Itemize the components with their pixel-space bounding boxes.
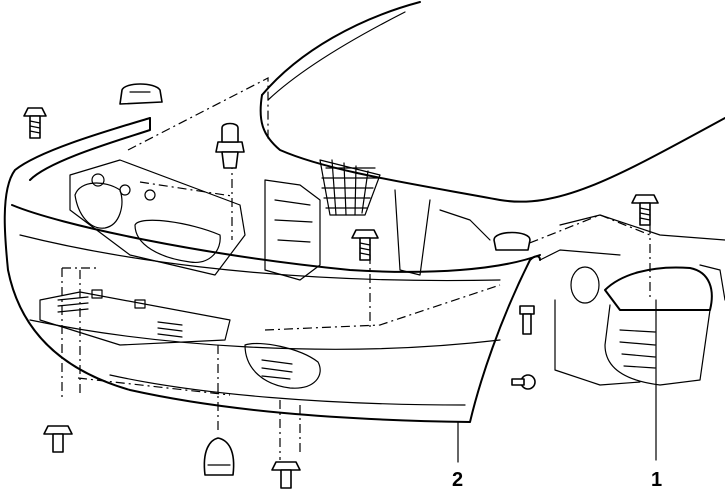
bolt-center — [351, 229, 379, 261]
callout-1: 1 — [651, 469, 662, 491]
bumper-cover — [3, 117, 541, 423]
grommet-center — [493, 231, 531, 251]
bolt-side-lower — [511, 374, 536, 390]
clip-bottom — [203, 437, 235, 476]
bolt-top-left — [23, 107, 47, 139]
bolt-bottom-left — [43, 425, 73, 453]
headlamp-housing — [69, 159, 246, 276]
bolt-bottom-center — [271, 461, 301, 489]
hood — [259, 1, 725, 203]
callout-2: 2 — [452, 469, 463, 491]
headlamp-assembly — [554, 264, 725, 386]
clip-top — [119, 83, 163, 105]
grille-mesh — [319, 159, 381, 216]
plug-top — [215, 122, 245, 169]
alignment-lines — [61, 77, 651, 460]
bolt-side-upper — [519, 305, 535, 335]
bolt-right — [631, 194, 659, 226]
